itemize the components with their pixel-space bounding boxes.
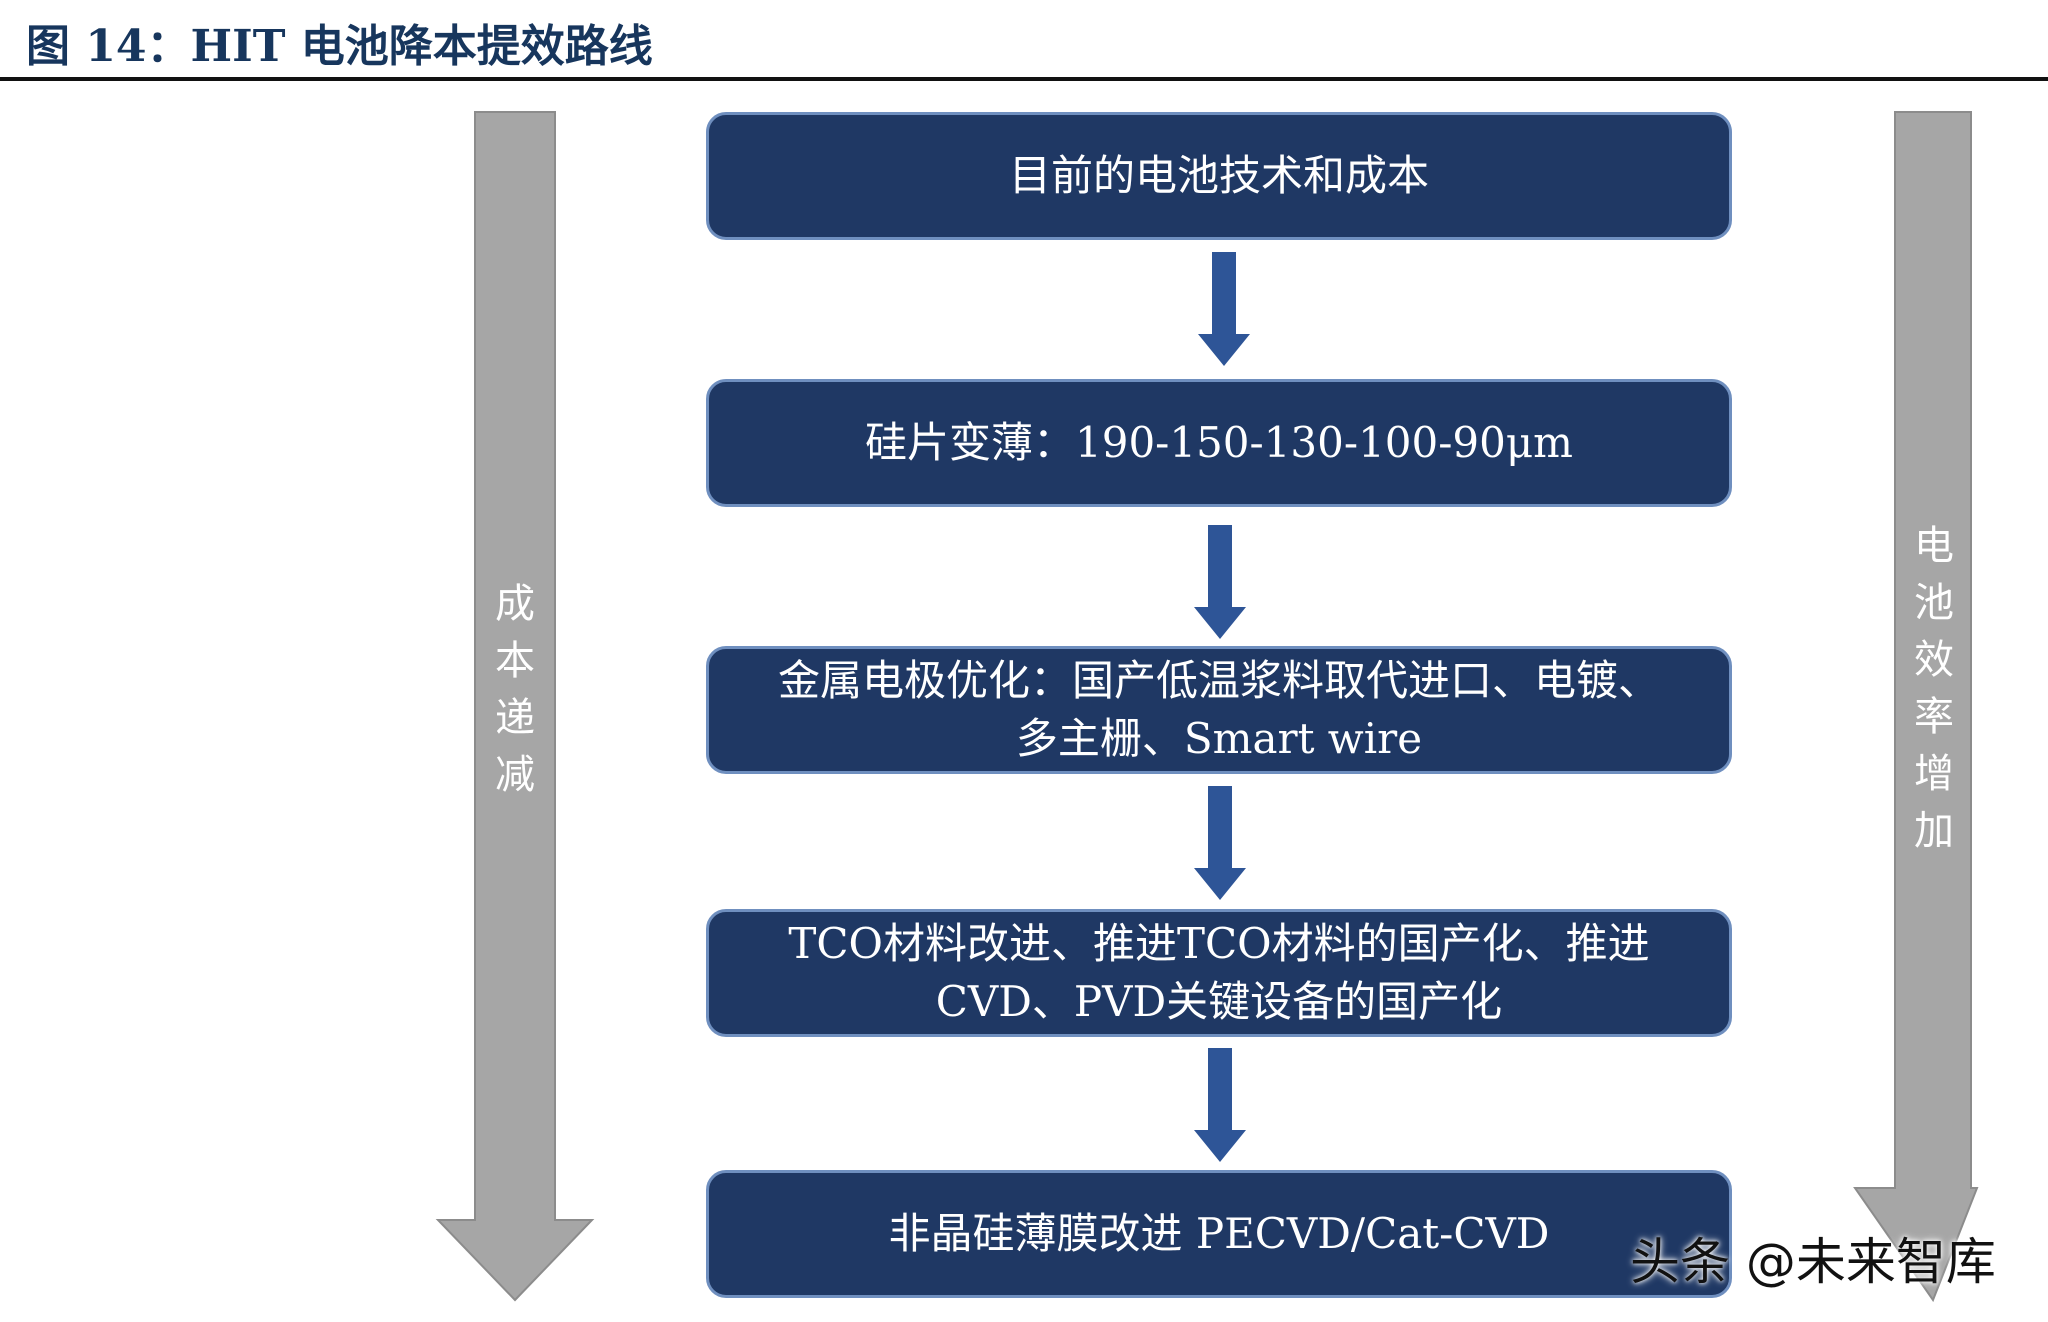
step-label: 金属电极优化：国产低温浆料取代进口、电镀、 多主栅、Smart wire [777, 656, 1660, 763]
flow-arrow-3 [1194, 786, 1246, 900]
title-divider [0, 77, 2048, 81]
flow-arrow-4 [1194, 1048, 1246, 1162]
source-watermark: 头条 @未来智库 [1630, 1233, 1996, 1291]
figure-title: 图 14：HIT 电池降本提效路线 [26, 21, 653, 72]
step-label: 目前的电池技术和成本 [1008, 151, 1429, 200]
step-label: 硅片变薄：190-150-130-100-90μm [865, 418, 1573, 467]
cost-decrease-arrow [435, 111, 595, 1302]
flow-arrow-1 [1198, 252, 1250, 366]
step-label: 非晶硅薄膜改进 PECVD/Cat-CVD [888, 1209, 1550, 1258]
step-label: TCO材料改进、推进TCO材料的国产化、推进 CVD、PVD关键设备的国产化 [788, 919, 1650, 1026]
step-amorphous-silicon-film: 非晶硅薄膜改进 PECVD/Cat-CVD [706, 1170, 1732, 1298]
step-current-technology-cost: 目前的电池技术和成本 [706, 112, 1732, 240]
step-thinner-wafer: 硅片变薄：190-150-130-100-90μm [706, 379, 1732, 507]
efficiency-increase-arrow [1853, 111, 1979, 1302]
flow-arrow-2 [1194, 525, 1246, 639]
step-tco-material-improvement: TCO材料改进、推进TCO材料的国产化、推进 CVD、PVD关键设备的国产化 [706, 909, 1732, 1037]
cost-decrease-label: 成 本 递 减 [495, 581, 535, 798]
efficiency-increase-label: 电 池 效 率 增 加 [1914, 523, 1954, 854]
step-metal-electrode-optimization: 金属电极优化：国产低温浆料取代进口、电镀、 多主栅、Smart wire [706, 646, 1732, 774]
